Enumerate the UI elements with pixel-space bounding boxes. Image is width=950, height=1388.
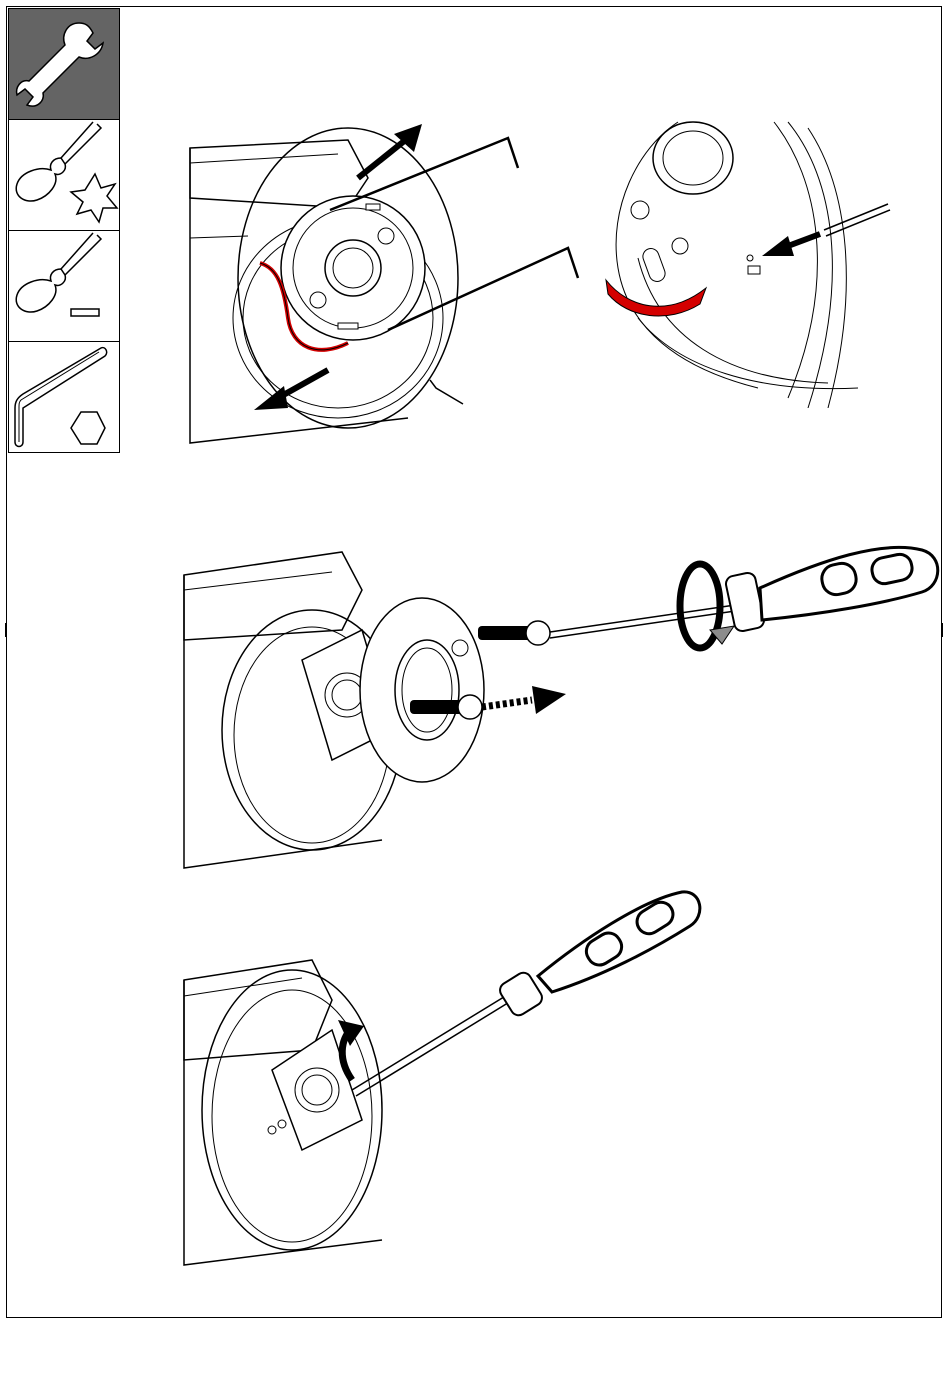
- step-remove-housing-panel: [188, 118, 588, 448]
- tool-wrench: [8, 8, 120, 120]
- cable-detail-illustration: [598, 118, 898, 408]
- tool-flat-screwdriver: [8, 230, 120, 342]
- torx-screwdriver-icon: [9, 120, 121, 232]
- edge-tick-left: [5, 623, 7, 637]
- step-unscrew-ring-panel: [182, 530, 942, 870]
- hex-key-icon: [9, 342, 121, 454]
- screwdriver-unscrew-illustration: [182, 530, 942, 870]
- step-cable-detail-panel: [598, 118, 898, 408]
- wrench-icon: [9, 9, 121, 121]
- step-pry-plate-panel: [182, 880, 712, 1270]
- hex-key-removal-illustration: [188, 118, 588, 448]
- tool-torx-screwdriver: [8, 119, 120, 231]
- flat-screwdriver-icon: [9, 231, 121, 343]
- tool-sidebar: [8, 8, 120, 453]
- tool-hex-key: [8, 341, 120, 453]
- screwdriver-pry-illustration: [182, 880, 712, 1270]
